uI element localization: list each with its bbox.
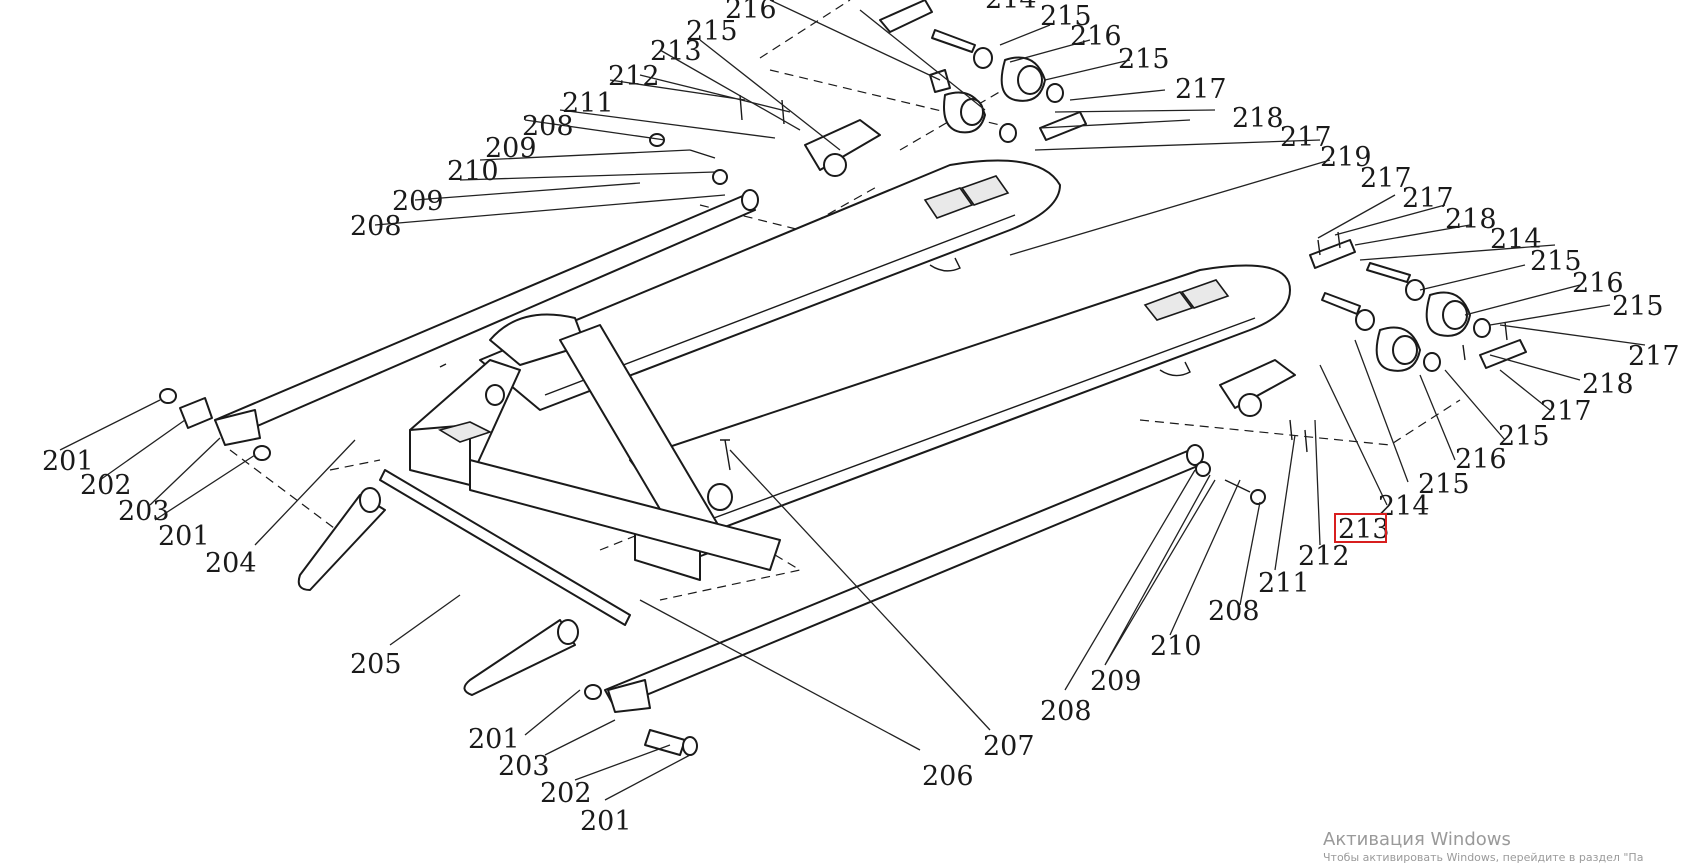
label-204: 204 — [205, 548, 257, 579]
label-205: 205 — [350, 649, 402, 680]
label-208: 208 — [350, 211, 402, 242]
label-207: 207 — [983, 731, 1035, 762]
label-213-highlighted: 213 — [1338, 514, 1390, 545]
label-201: 201 — [42, 446, 94, 477]
label-217: 217 — [1628, 341, 1680, 372]
label-216: 216 — [1070, 21, 1122, 52]
label-214: 214 — [985, 0, 1037, 15]
label-213: 213 — [650, 36, 702, 67]
label-202: 202 — [540, 778, 592, 809]
label-217: 217 — [1280, 122, 1332, 153]
axle-205 — [297, 469, 631, 696]
label-208: 208 — [1040, 696, 1092, 727]
label-202: 202 — [80, 470, 132, 501]
label-209: 209 — [392, 186, 444, 217]
label-209: 209 — [485, 133, 537, 164]
label-211: 211 — [562, 88, 614, 119]
windows-activation-watermark: Активация Windows Чтобы активировать Win… — [1323, 829, 1706, 865]
label-210: 210 — [447, 156, 499, 187]
left-fork — [479, 159, 1061, 411]
label-203: 203 — [118, 496, 170, 527]
label-215: 215 — [1498, 421, 1550, 452]
label-201: 201 — [158, 521, 210, 552]
label-201: 201 — [580, 806, 632, 837]
label-211: 211 — [1258, 568, 1310, 599]
label-217: 217 — [1402, 183, 1454, 214]
label-208: 208 — [522, 111, 574, 142]
watermark-title: Активация Windows — [1323, 829, 1511, 850]
label-highlight-box — [1334, 513, 1387, 543]
label-215: 215 — [1530, 246, 1582, 277]
label-219: 219 — [1320, 142, 1372, 173]
label-215: 215 — [1418, 469, 1470, 500]
label-203: 203 — [498, 751, 550, 782]
label-217: 217 — [1175, 74, 1227, 105]
label-208: 208 — [1208, 596, 1260, 627]
watermark-subtitle: Чтобы активировать Windows, перейдите в … — [1323, 851, 1644, 864]
label-215: 215 — [686, 16, 738, 47]
label-216: 216 — [725, 0, 777, 25]
label-215: 215 — [1118, 44, 1170, 75]
label-216: 216 — [1572, 268, 1624, 299]
label-209: 209 — [1090, 666, 1142, 697]
label-212: 212 — [608, 61, 660, 92]
right-fork — [629, 264, 1291, 541]
label-216: 216 — [1455, 444, 1507, 475]
label-218: 218 — [1582, 369, 1634, 400]
label-218: 218 — [1445, 204, 1497, 235]
push-rods — [214, 189, 1204, 713]
label-218: 218 — [1232, 103, 1284, 134]
part-labels: 201 202 203 201 204 205 201 203 202 201 … — [42, 0, 1680, 837]
label-212: 212 — [1298, 541, 1350, 572]
label-201: 201 — [468, 724, 520, 755]
label-217: 217 — [1540, 396, 1592, 427]
label-215: 215 — [1040, 1, 1092, 32]
leader-lines — [59, 0, 1646, 801]
label-214: 214 — [1490, 224, 1542, 255]
label-206: 206 — [922, 761, 974, 792]
label-217: 217 — [1360, 163, 1412, 194]
label-210: 210 — [1150, 631, 1202, 662]
label-215: 215 — [1612, 291, 1664, 322]
centre-frame — [409, 313, 781, 581]
